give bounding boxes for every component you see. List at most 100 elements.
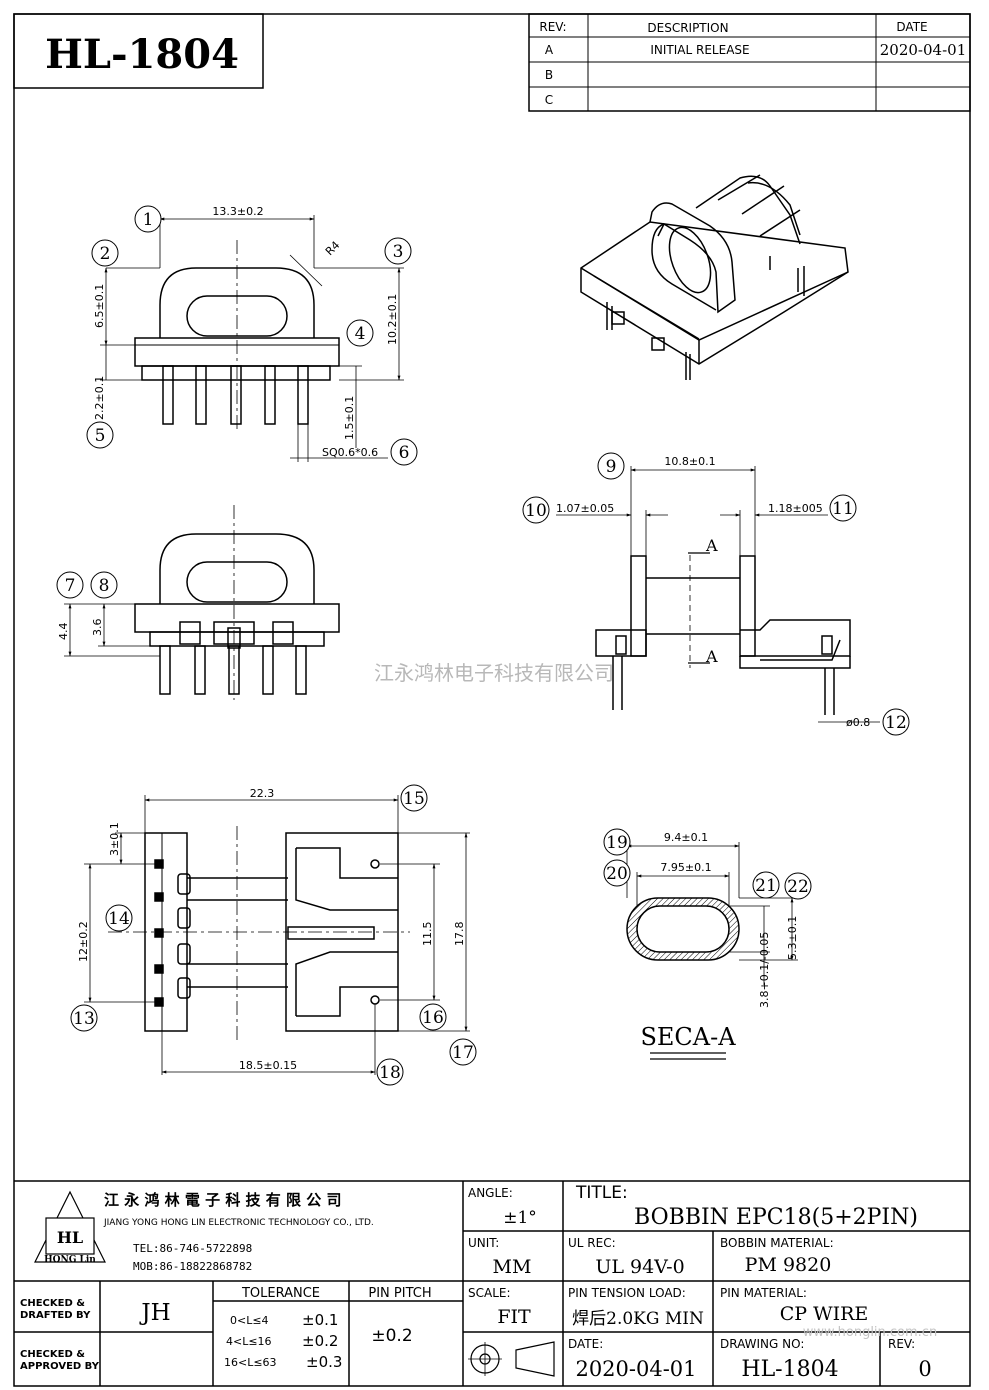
svg-text:1: 1 [143,210,154,230]
callout-8: 8 [90,571,118,599]
title-value: BOBBIN EPC18(5+2PIN) [634,1205,918,1230]
svg-text:2: 2 [100,244,111,264]
callout-15: 15 [400,784,428,812]
svg-text:20: 20 [606,864,628,884]
date-value: 2020-04-01 [575,1357,696,1381]
callout-5: 5 [86,421,114,449]
pin-material-label: PIN MATERIAL: [720,1286,807,1300]
dim-d9: 10.8±0.1 [664,455,715,468]
unit-label: UNIT: [468,1236,499,1250]
svg-text:18: 18 [379,1063,401,1083]
company-tel: TEL:86-746-5722898 [133,1242,252,1255]
callout-1: 1 [134,205,162,233]
rev-row-b: B [545,68,553,82]
rev-row-c: C [545,93,553,107]
section-label: SECA-A [640,1023,736,1060]
callout-3: 3 [384,237,412,265]
side-view [64,505,340,700]
dim-d15: 22.3 [250,787,275,800]
tol-range-3: 16<L≤63 [224,1356,277,1369]
callout-4: 4 [346,319,374,347]
rev-row-a: A [545,43,554,57]
dim-d13: 12±0.2 [77,921,90,962]
tol-range-1: 0<L≤4 [230,1314,269,1327]
svg-text:9: 9 [606,457,617,477]
svg-text:7: 7 [65,576,76,596]
company-logo: HL [57,1228,83,1247]
end-view [556,466,880,723]
date-header: DATE [896,20,927,34]
svg-text:5: 5 [95,426,106,446]
dim-d7: 4.4 [57,623,70,641]
svg-text:15: 15 [403,789,425,809]
callout-10: 10 [522,496,550,524]
pin-tension-label: PIN TENSION LOAD: [568,1286,686,1300]
callout-17: 17 [449,1038,477,1066]
checked-drafted-label-2: DRAFTED BY [20,1310,91,1321]
dim-d20: 7.95±0.1 [660,861,711,874]
callout-7: 7 [56,571,84,599]
svg-text:10: 10 [525,501,547,521]
dim-d8: 3.6 [91,619,104,637]
svg-text:8: 8 [99,576,110,596]
dim-d1: 13.3±0.2 [212,205,263,218]
dim-d16: 11.5 [421,922,434,947]
dim-d2: 6.5±0.1 [93,284,106,328]
date-label: DATE: [568,1337,603,1351]
unit-value: MM [493,1256,532,1278]
company-name-cn: 江 永 鸿 林 電 子 科 技 有 限 公 司 [104,1191,341,1209]
scale-label: SCALE: [468,1286,511,1300]
bottom-view [84,795,470,1075]
svg-text:14: 14 [108,909,130,929]
callout-14: 14 [105,904,133,932]
angle-value: ±1° [503,1208,537,1228]
svg-text:12: 12 [885,713,907,733]
rev-header: REV: [539,20,566,34]
callout-18: 18 [376,1058,404,1086]
svg-text:16: 16 [422,1008,444,1028]
bobbin-material-value: PM 9820 [745,1254,832,1276]
dim-d10: 1.07±0.05 [556,502,614,515]
ul-value: UL 94V-0 [595,1256,684,1278]
callout-12: 12 [882,708,910,736]
drawing-no-value: HL-1804 [741,1357,838,1382]
callout-9: 9 [597,452,625,480]
pin-pitch-label: PIN PITCH [368,1286,431,1301]
section-mark-top: A [705,536,718,555]
drawing-border [13,13,971,1387]
rev-row-a-date: 2020-04-01 [880,41,966,59]
dim-d17: 17.8 [453,922,466,947]
isometric-view [580,174,849,380]
callout-19: 19 [603,828,631,856]
checked-drafted-value: JH [139,1300,170,1326]
dim-d21: 5.3±0.1 [786,916,799,960]
dim-d5: 1.5±0.1 [343,396,356,440]
svg-text:13: 13 [73,1009,95,1029]
watermark: 江永鸿林电子科技有限公司 [374,661,614,685]
svg-text:4: 4 [355,324,366,344]
pin-tension-value: 焊后2.0KG MIN [572,1309,704,1329]
tolerance-label: TOLERANCE [241,1286,320,1301]
drawing-no-label: DRAWING NO: [720,1337,804,1351]
dim-d11: 1.18±005 [768,502,823,515]
section-view [626,842,798,985]
description-header: DESCRIPTION [647,21,728,35]
website-watermark: www.honglin.com.cn [803,1325,937,1340]
scale-value: FIT [497,1306,531,1328]
dim-d3: 2.2±0.1 [93,376,106,420]
tol-value-3: ±0.3 [306,1353,342,1371]
header-drawing-no-text: HL-1804 [45,31,239,78]
callout-21: 21 [752,871,780,899]
tol-value-1: ±0.1 [302,1311,338,1329]
pin-material-value: CP WIRE [780,1303,869,1325]
svg-text:17: 17 [452,1043,474,1063]
dim-d12: ø0.8 [846,716,870,729]
checked-drafted-label-1: CHECKED & [20,1298,85,1309]
tol-range-2: 4<L≤16 [226,1335,272,1348]
pin-pitch-value: ±0.2 [371,1326,412,1346]
rev-row-a-description: INITIAL RELEASE [650,43,749,57]
callout-22: 22 [784,872,812,900]
title-block [14,1180,970,1386]
callout-2: 2 [91,239,119,267]
